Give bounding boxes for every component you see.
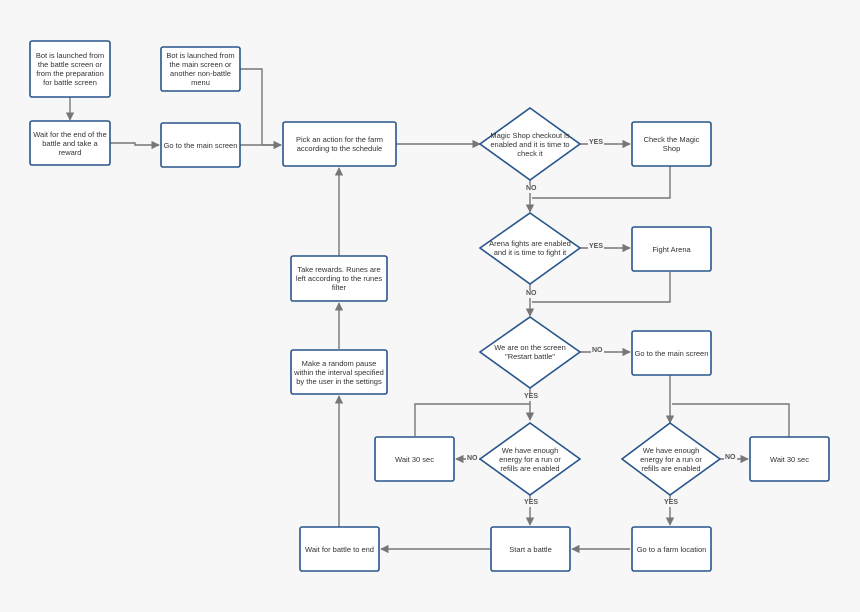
random-pause-label: Make a random pause within the interval … [294, 358, 384, 386]
arena-yes-label: YES [588, 243, 605, 251]
node-wait30-left-box [374, 436, 455, 482]
node-wait30-right-box [749, 436, 830, 482]
goto-main-right-label: Go to the main screen [634, 348, 709, 358]
energy-left-yes-label: YES [523, 499, 540, 507]
node-launch-battle-box [29, 40, 111, 98]
magic-yes-label: YES [588, 139, 605, 147]
node-pick-action-box [282, 121, 397, 167]
energy-left-no-label: NO [466, 455, 479, 463]
node-fight-arena-box [631, 226, 712, 272]
energy-left-label: We have enough energy for a run or refil… [499, 445, 561, 473]
arena-decision-label: Arena fights are enabled and it is time … [489, 239, 571, 257]
node-random-pause-box [290, 349, 388, 395]
node-take-rewards-box [290, 255, 388, 302]
node-goto-main-right-box [631, 330, 712, 376]
take-rewards-label: Take rewards. Runes are left according t… [295, 265, 383, 292]
edge-fight-arena-back [532, 272, 671, 303]
energy-right-yes-label: YES [663, 499, 680, 507]
wait-battle-label: Wait for battle to end [305, 544, 374, 554]
magic-no-label: NO [525, 185, 538, 193]
node-magic-decision-shape [478, 107, 582, 181]
wait30-left-label: Wait 30 sec [395, 454, 434, 464]
node-energy-right-shape [620, 422, 722, 496]
edge-wait-to-goto-main [110, 140, 160, 150]
goto-farm-label: Go to a farm location [636, 544, 707, 554]
start-battle-label: Start a battle [509, 544, 552, 554]
node-launch-main-box [160, 46, 241, 92]
goto-main-left-label: Go to the main screen [163, 140, 238, 150]
energy-right-no-label: NO [724, 454, 737, 462]
node-wait-battle-box [299, 526, 380, 572]
node-energy-left-shape [478, 422, 582, 496]
node-goto-main-left-box [160, 122, 241, 168]
restart-yes-label: YES [523, 393, 540, 401]
launch-battle-label: Bot is launched from the battle screen o… [35, 51, 105, 87]
pick-action-label: Pick an action for the farm according to… [295, 135, 384, 153]
wait30-right-label: Wait 30 sec [770, 454, 809, 464]
fight-arena-label: Fight Arena [652, 244, 691, 254]
node-restart-decision-shape [478, 316, 582, 389]
edge-wait30-left-loop [414, 403, 530, 436]
restart-decision-label: We are on the screen "Restart battle" [494, 343, 566, 361]
arena-no-label: NO [525, 290, 538, 298]
node-goto-farm-box [631, 526, 712, 572]
wait-end-label: Wait for the end of the battle and take … [33, 129, 107, 157]
node-arena-decision-shape [478, 212, 582, 285]
check-magic-label: Check the Magic Shop [643, 135, 700, 153]
launch-main-label: Bot is launched from the main screen or … [166, 51, 235, 87]
node-wait-end-box [29, 120, 111, 166]
node-check-magic-box [631, 121, 712, 167]
edge-wait30-right-loop [672, 403, 790, 437]
magic-decision-label: Magic Shop checkout is enabled and it is… [490, 130, 570, 158]
restart-no-label: NO [591, 347, 604, 355]
edge-check-magic-back [532, 166, 671, 199]
energy-right-label: We have enough energy for a run or refil… [640, 445, 702, 473]
edge-launch-main-to-pick [240, 68, 282, 150]
node-start-battle-box [490, 526, 571, 572]
